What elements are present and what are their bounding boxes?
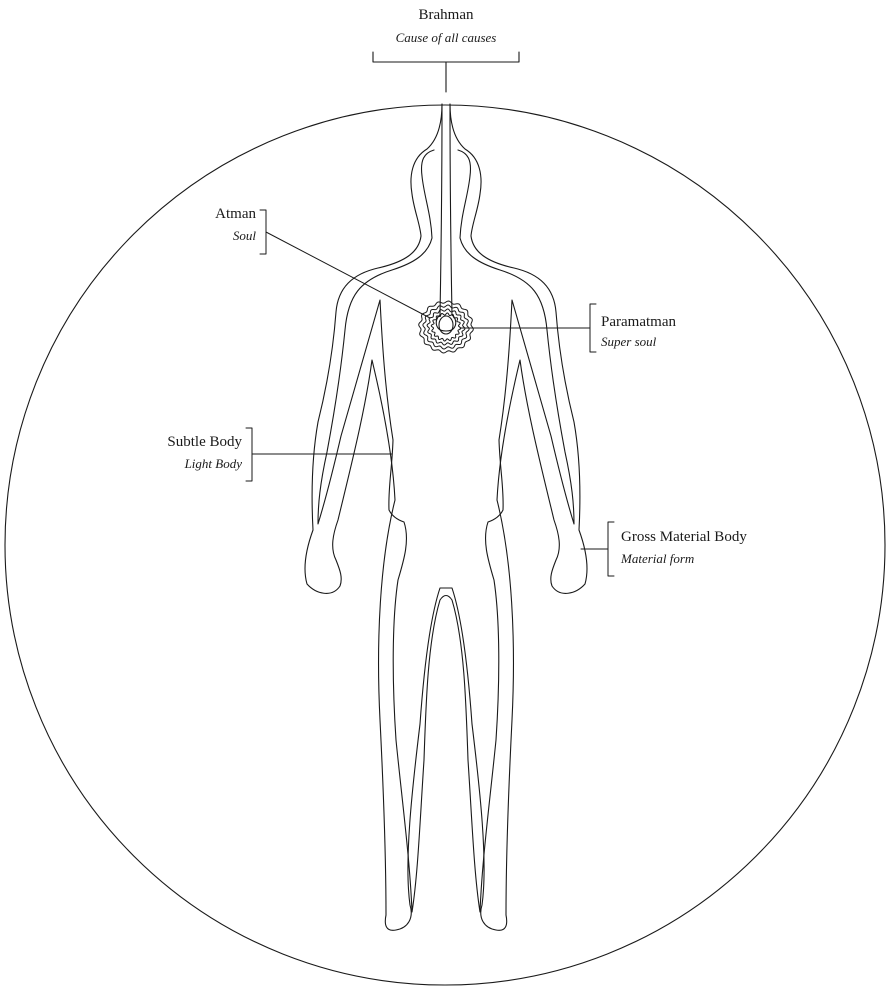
subtle-body-bracket (246, 428, 392, 481)
paramatman-subtitle: Super soul (601, 334, 657, 349)
brahman-label: Brahman Cause of all causes (396, 7, 497, 45)
brahman-bracket (373, 52, 519, 92)
gross-body-bracket (581, 522, 614, 576)
paramatman-label: Paramatman Super soul (601, 314, 676, 349)
brahman-subtitle: Cause of all causes (396, 30, 497, 45)
atman-bracket (260, 210, 430, 318)
atman-subtitle: Soul (233, 228, 257, 243)
subtle-body-label: Subtle Body Light Body (167, 434, 242, 471)
gross-body-label: Gross Material Body Material form (620, 529, 747, 566)
outer-circle (5, 105, 885, 985)
subtle-body-title: Subtle Body (167, 434, 242, 450)
subtle-body-outline (318, 150, 574, 912)
gross-body-title: Gross Material Body (621, 529, 747, 545)
heart-ring (419, 301, 474, 353)
paramatman-bracket (460, 304, 596, 352)
gross-body-subtitle: Material form (620, 551, 694, 566)
paramatman-title: Paramatman (601, 314, 676, 330)
subtle-body-subtitle: Light Body (184, 456, 243, 471)
heart-ring (431, 313, 460, 341)
paramatman-heart-rings (419, 301, 474, 353)
atman-label: Atman Soul (215, 206, 256, 243)
brahman-title: Brahman (419, 7, 474, 23)
atman-title: Atman (215, 206, 256, 222)
heart-ring (423, 305, 469, 349)
central-channel (436, 104, 455, 331)
gross-body-outline (305, 104, 587, 930)
